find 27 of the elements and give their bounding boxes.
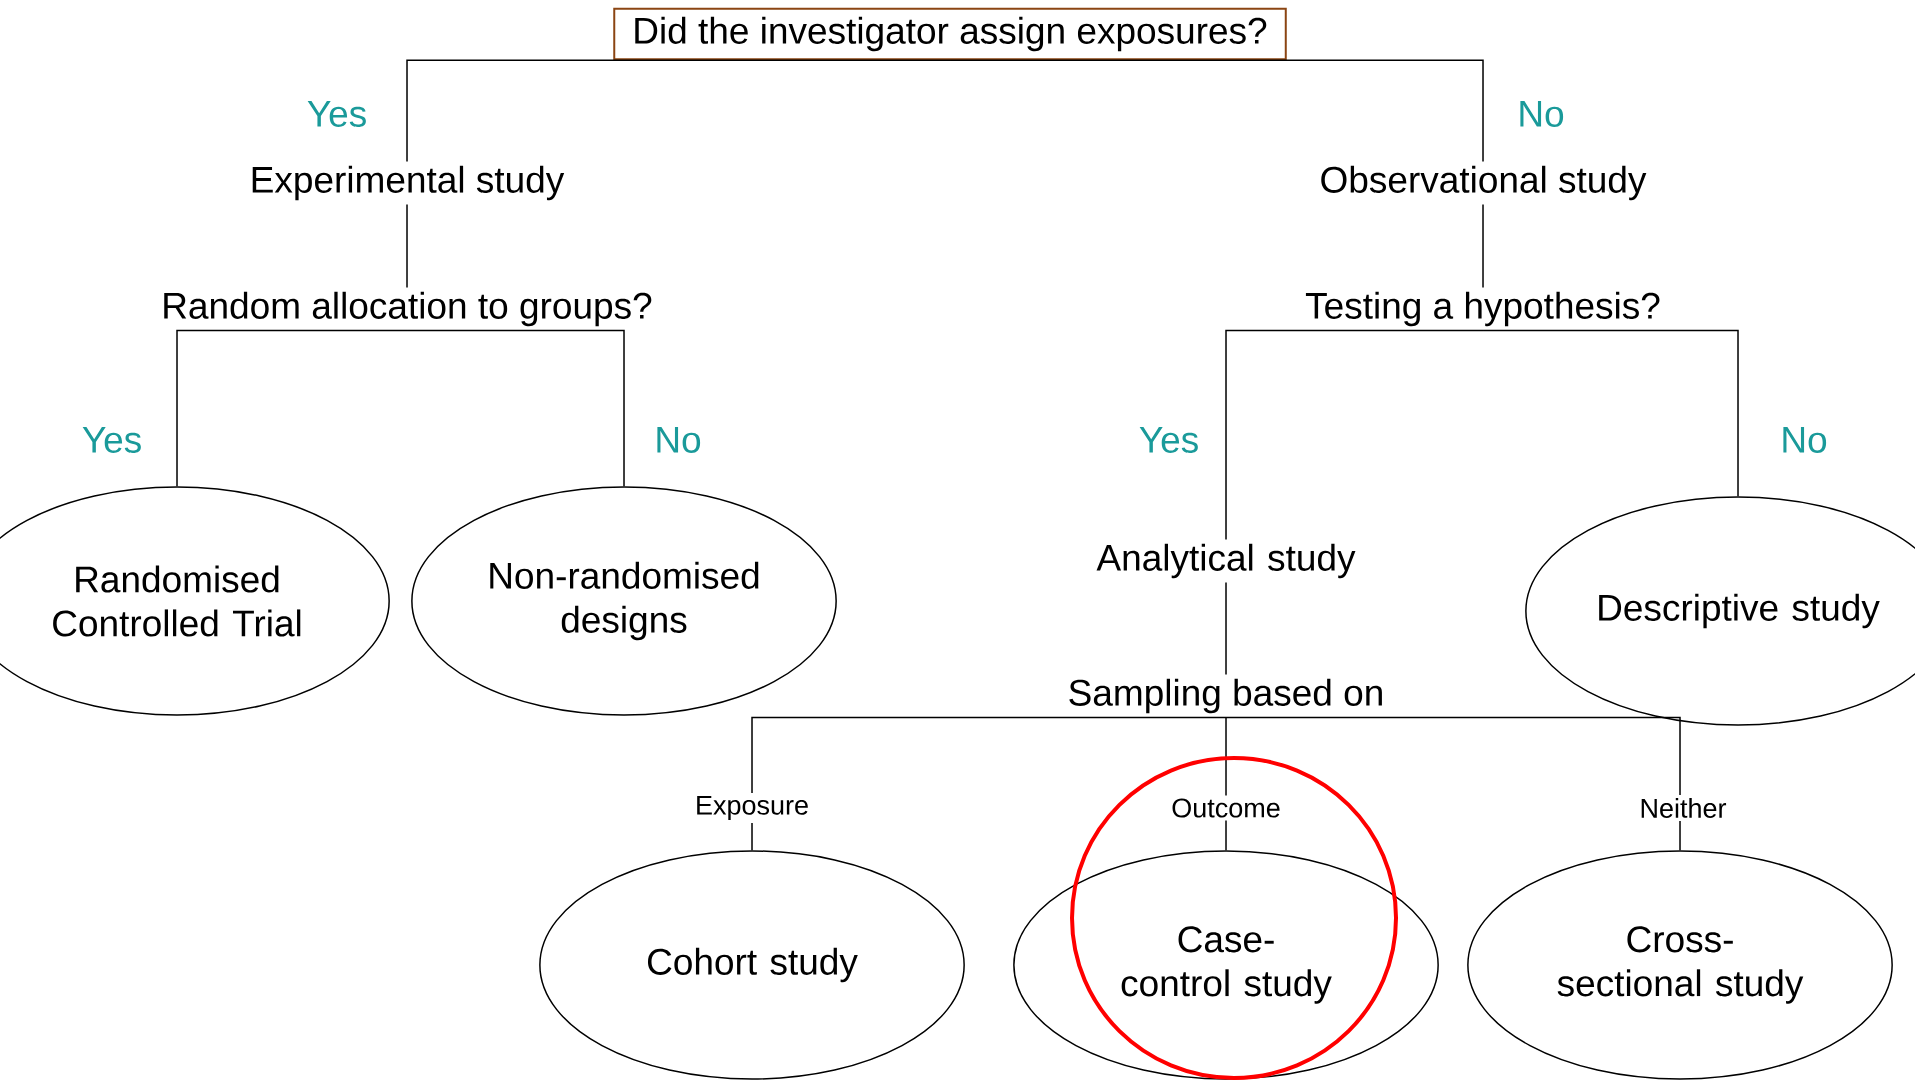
- step-text: Random allocation to groups?: [157, 287, 657, 331]
- edge-label: No: [651, 424, 705, 456]
- connector-line: [1482, 203, 1484, 289]
- connector-line: [176, 329, 408, 487]
- connector-line: [751, 716, 1227, 851]
- edge-label: No: [1777, 424, 1831, 456]
- step-text: Analytical study: [1092, 539, 1360, 583]
- edge-label: Yes: [1135, 424, 1203, 456]
- step-text: Experimental study: [245, 161, 569, 205]
- connector-line: [1482, 329, 1739, 497]
- connector-line: [406, 59, 951, 163]
- connector-line: [406, 203, 408, 289]
- step-text: Testing a hypothesis?: [1301, 287, 1665, 331]
- connector-line: [949, 59, 1484, 163]
- step-text: Sampling based on: [1063, 674, 1389, 718]
- edge-label: Yes: [303, 98, 371, 130]
- edge-label: Outcome: [1168, 795, 1284, 821]
- edge-label: Neither: [1636, 795, 1730, 821]
- edge-label: Yes: [78, 424, 146, 456]
- connector-line: [1225, 329, 1484, 541]
- edge-label: No: [1514, 98, 1568, 130]
- edge-label: Exposure: [692, 792, 813, 824]
- connector-line: [406, 329, 625, 487]
- connector-line: [1225, 716, 1681, 851]
- connector-line: [1225, 581, 1227, 676]
- question-box: Did the investigator assign exposures?: [613, 7, 1287, 61]
- step-text: Observational study: [1315, 161, 1651, 205]
